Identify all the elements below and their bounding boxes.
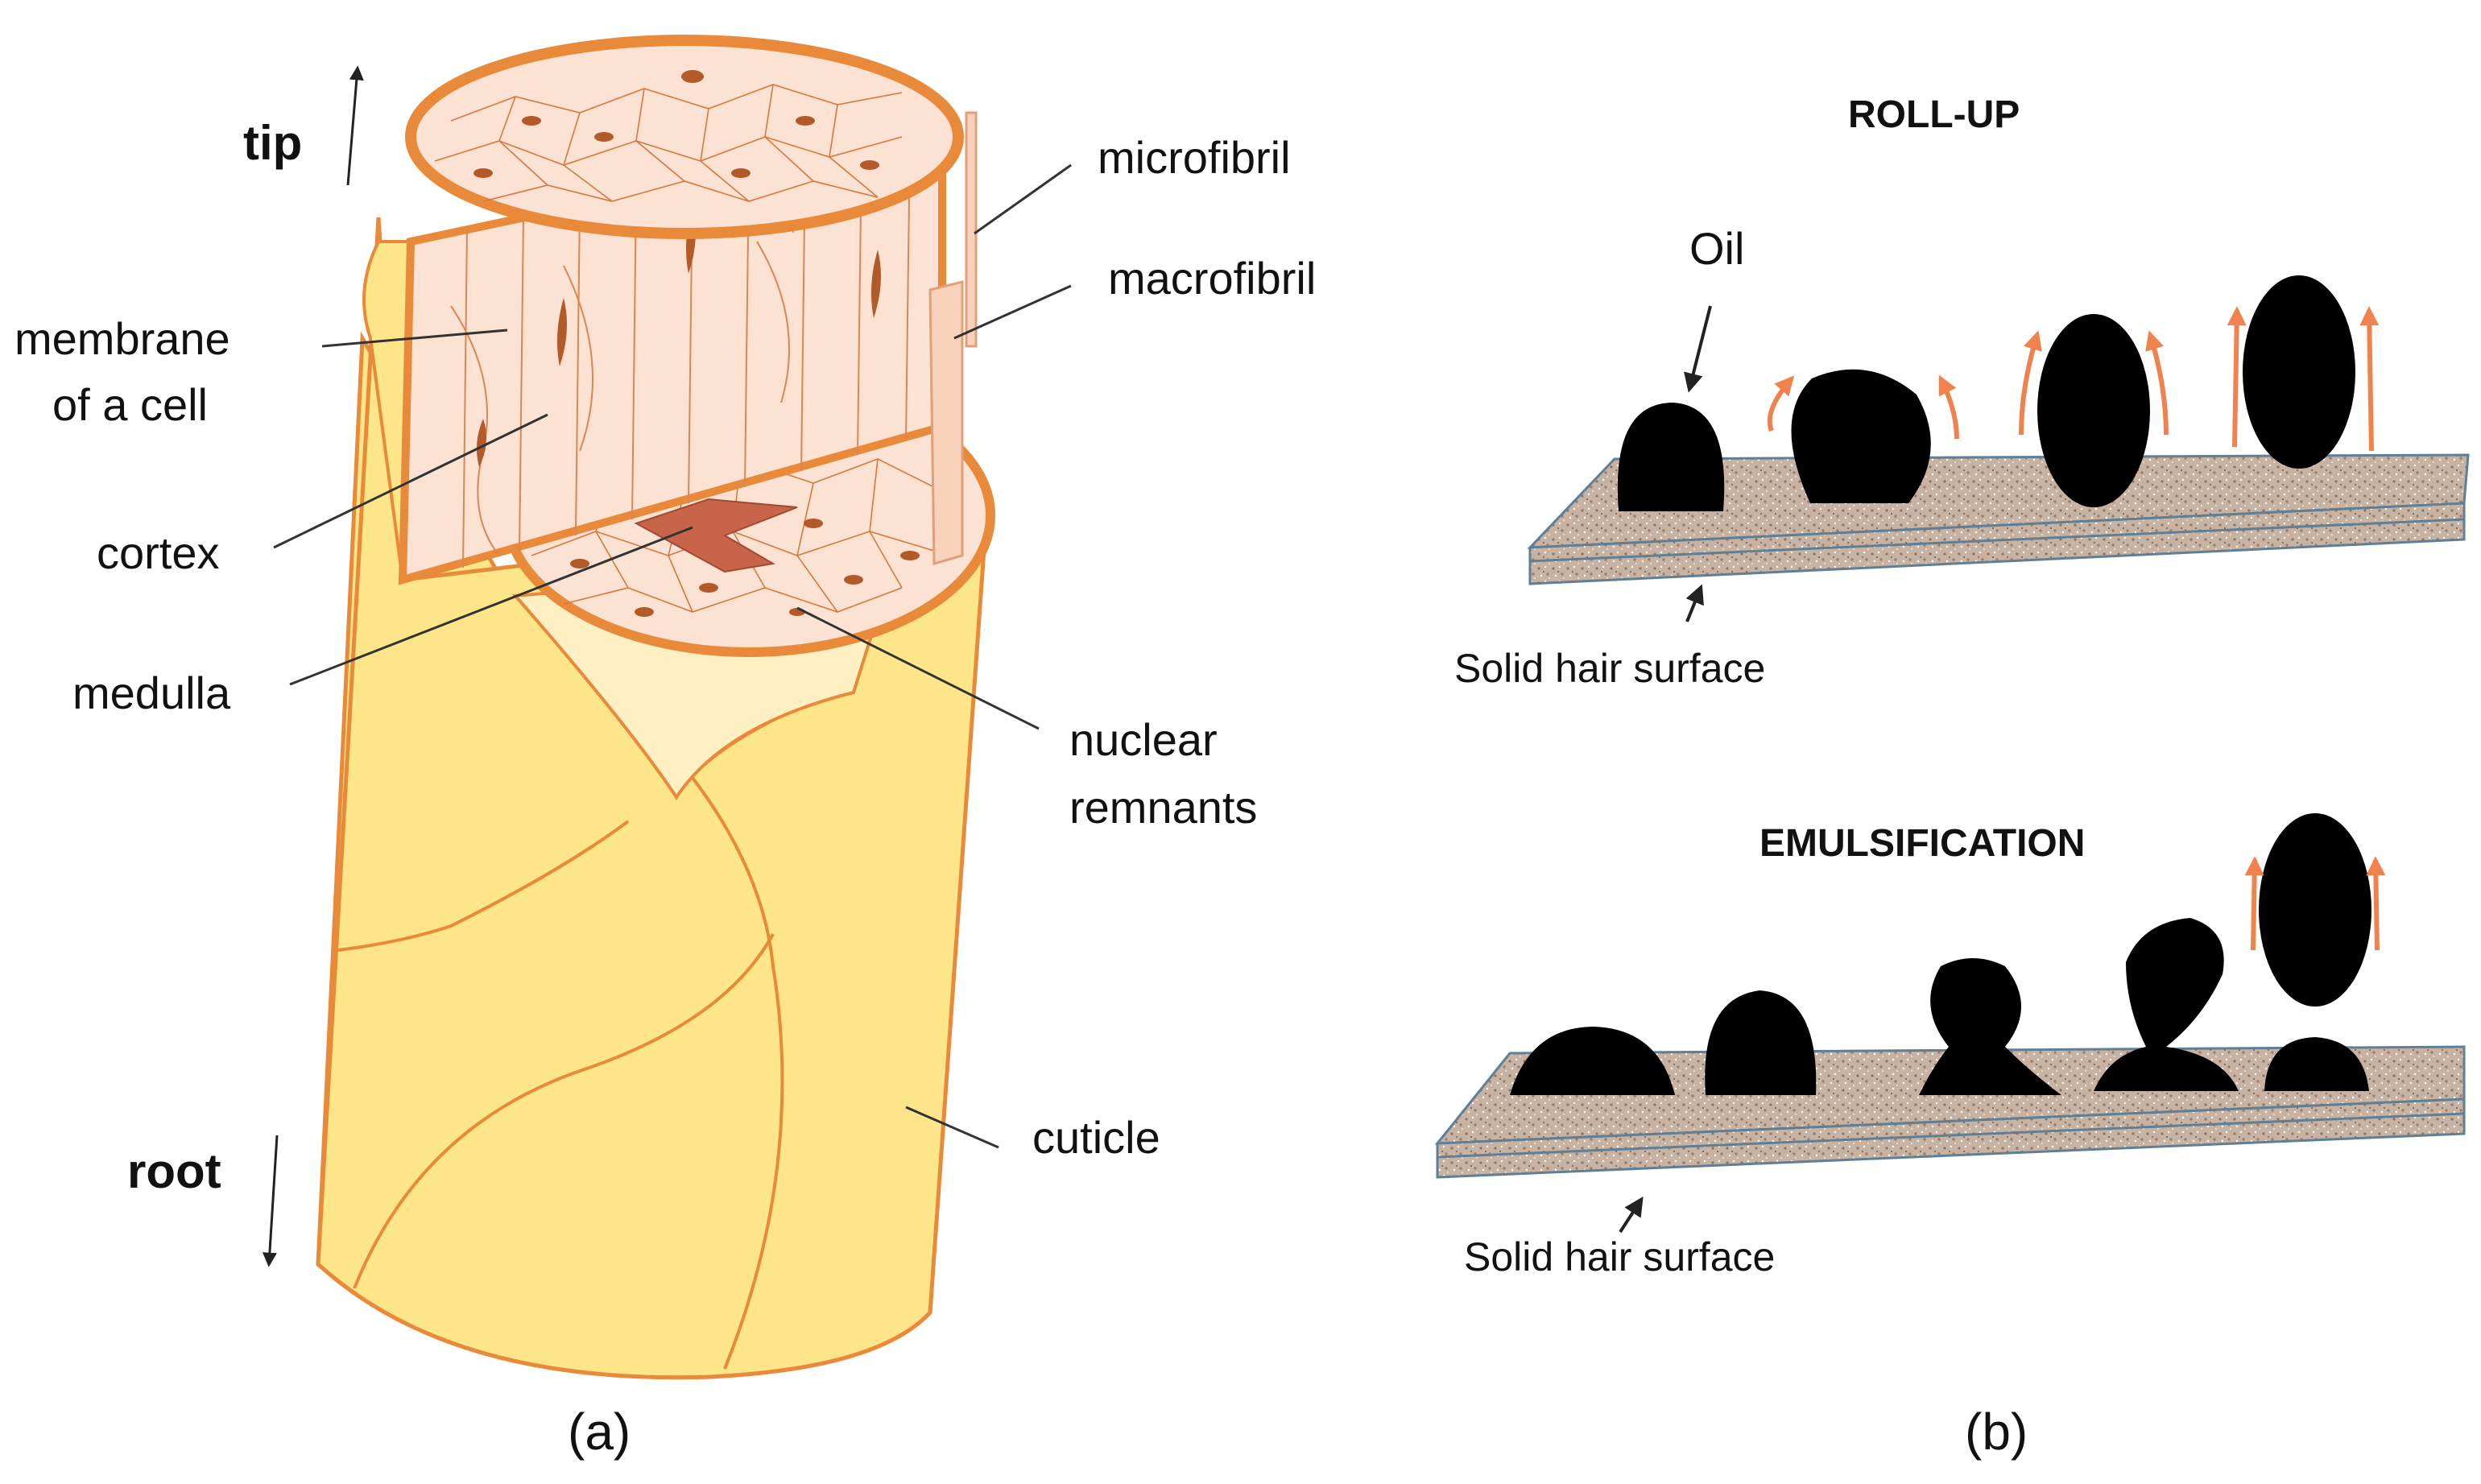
- emulsification-drop-3: [1919, 958, 2061, 1095]
- emulsification-surface-label: Solid hair surface: [1464, 1234, 1775, 1279]
- emulsification-title: EMULSIFICATION: [1759, 822, 2085, 865]
- cortex-label: cortex: [97, 527, 220, 578]
- emulsification-drop-5-residual: [2264, 1037, 2369, 1091]
- medulla-core: [634, 498, 798, 573]
- emulsification-surface-edge: [1437, 1112, 2465, 1159]
- panel-b-rollup: ROLL-UP Oil Solid hair surface: [1454, 93, 2470, 691]
- nuclear-label-line1: nuclear: [1069, 714, 1218, 765]
- emulsification-arrow-2: [2366, 856, 2386, 951]
- rollup-arrow-2: [1938, 374, 1959, 440]
- panel-a-hair-diagram: tip root microfibril macrofibril membran…: [14, 35, 1316, 1461]
- rollup-arrow-5: [2227, 306, 2247, 448]
- cuticle-scale-line-3: [337, 820, 630, 952]
- oil-label: Oil: [1689, 223, 1744, 274]
- cuticle-scale-line-2: [353, 933, 775, 1289]
- rollup-title: ROLL-UP: [1848, 93, 2020, 136]
- rollup-arrow-6: [2359, 306, 2380, 452]
- cuticle-leader: [905, 1106, 999, 1149]
- top-nuclei: [473, 70, 879, 178]
- rollup-arrow-1: [1767, 375, 1795, 432]
- nuclear-label-line2: remnants: [1069, 782, 1257, 833]
- root-arrow: [262, 1135, 279, 1267]
- panel-a-caption: (a): [568, 1403, 631, 1461]
- tip-label: tip: [243, 116, 302, 170]
- emulsification-drop-4: [2094, 918, 2239, 1091]
- macrofibril-leader: [953, 284, 1072, 340]
- rollup-surface-pointer: [1685, 584, 1704, 622]
- lower-nuclei: [570, 519, 920, 617]
- microfibril-label: microfibril: [1098, 132, 1291, 183]
- rollup-drop-4: [2243, 275, 2355, 469]
- microfibril-strand: [965, 111, 978, 348]
- cuticle-label: cuticle: [1032, 1112, 1160, 1163]
- tip-arrow: [346, 65, 364, 186]
- membrane-leader: [321, 329, 508, 348]
- emulsification-drop-1: [1510, 1027, 1675, 1095]
- rollup-arrow-3: [2019, 330, 2042, 436]
- emulsification-surface-pointer: [1619, 1196, 1644, 1234]
- rollup-arrow-4: [2145, 330, 2169, 436]
- medulla-label: medulla: [72, 668, 231, 718]
- rollup-surface-edge: [1529, 518, 2465, 563]
- nuclear-remnants-leader: [796, 606, 1040, 730]
- emulsification-drop-5-detached: [2259, 813, 2371, 1007]
- top-cell-mesh: [434, 84, 903, 202]
- rollup-drop-2: [1791, 369, 1931, 503]
- rollup-drop-3: [2037, 314, 2150, 507]
- membrane-label-line1: membrane: [14, 313, 230, 364]
- panel-b-caption: (b): [1965, 1403, 2028, 1461]
- root-label: root: [127, 1144, 221, 1198]
- emulsification-arrow-1: [2244, 856, 2264, 951]
- macrofibril-label: macrofibril: [1108, 253, 1316, 304]
- medulla-leader: [289, 526, 693, 686]
- top-cross-section: [405, 35, 964, 239]
- microfibril-leader: [974, 163, 1072, 235]
- rollup-surface-front: [1528, 502, 2466, 585]
- panel-b-emulsification: EMULSIFICATION Solid hair surface (b): [1434, 813, 2466, 1461]
- rollup-drop-1: [1617, 403, 1725, 511]
- emulsification-drop-2: [1705, 990, 1817, 1095]
- cortex-leader: [273, 413, 548, 549]
- oil-pointer-arrow: [1684, 305, 1712, 393]
- rollup-surface-label: Solid hair surface: [1454, 646, 1765, 691]
- cuticle-upper-sleeve: [362, 240, 413, 581]
- macrofibril-rod: [928, 280, 964, 565]
- emulsification-surface-front: [1436, 1097, 2466, 1179]
- membrane-label-line2: of a cell: [52, 379, 208, 430]
